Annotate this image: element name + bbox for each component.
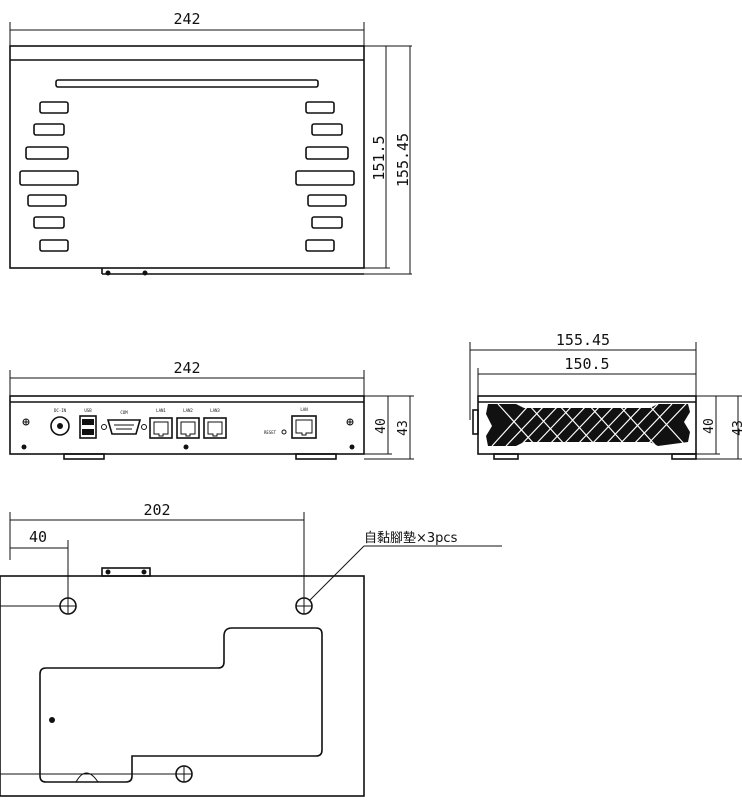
side-height-total-dimension: 43 bbox=[731, 420, 742, 436]
foot-pad-callout: 自黏腳墊×3pcs bbox=[364, 530, 458, 546]
bottom-view: 202 40 bbox=[0, 501, 502, 797]
top-slot bbox=[55, 79, 319, 88]
side-depth-dimension: 150.5 bbox=[564, 355, 609, 373]
top-view: 242 bbox=[9, 10, 412, 276]
bottom-view-outline bbox=[0, 575, 365, 797]
com-port-icon bbox=[101, 419, 147, 435]
foot-pad-icon bbox=[175, 765, 193, 783]
lan-ports-icon bbox=[149, 417, 227, 439]
top-width-dimension: 242 bbox=[173, 10, 200, 28]
front-width-dimension: 242 bbox=[173, 359, 200, 377]
com-label: COM bbox=[120, 410, 128, 415]
reset-button-icon bbox=[281, 429, 287, 435]
side-vent-fins bbox=[486, 403, 690, 447]
top-depth-dimension: 151.5 bbox=[370, 135, 388, 180]
side-depth-total-dimension: 155.45 bbox=[556, 331, 610, 349]
side-view: 155.45 150.5 bbox=[469, 331, 742, 460]
side-height-dimension: 40 bbox=[702, 418, 717, 434]
bottom-offset-dimension: 40 bbox=[29, 528, 47, 546]
bottom-panel-outline bbox=[39, 627, 323, 783]
right-vent-slots bbox=[295, 101, 355, 252]
reset-label: RESET bbox=[264, 430, 277, 435]
lan3-label: LAN3 bbox=[210, 408, 220, 413]
front-view: 242 DC-IN USB COM bbox=[9, 359, 414, 460]
foot-pad-icon bbox=[59, 597, 77, 615]
front-view-outline bbox=[9, 395, 365, 455]
front-height-dimension: 40 bbox=[374, 418, 389, 434]
front-height-total-dimension: 43 bbox=[396, 420, 411, 436]
usb-port-icon bbox=[79, 415, 97, 439]
lan2-label: LAN2 bbox=[183, 408, 193, 413]
top-depth-total-dimension: 155.45 bbox=[394, 133, 412, 187]
usb-label: USB bbox=[84, 408, 92, 413]
left-vent-slots bbox=[19, 101, 79, 252]
dc-in-port-icon bbox=[50, 416, 70, 436]
lan-port-right-icon bbox=[291, 415, 317, 439]
top-view-outline bbox=[9, 45, 365, 269]
dc-in-label: DC-IN bbox=[54, 408, 67, 413]
lan-right-label: LAN bbox=[300, 407, 308, 412]
bottom-hole-span-dimension: 202 bbox=[143, 501, 170, 519]
lan1-label: LAN1 bbox=[156, 408, 166, 413]
foot-pad-icon bbox=[295, 597, 313, 615]
